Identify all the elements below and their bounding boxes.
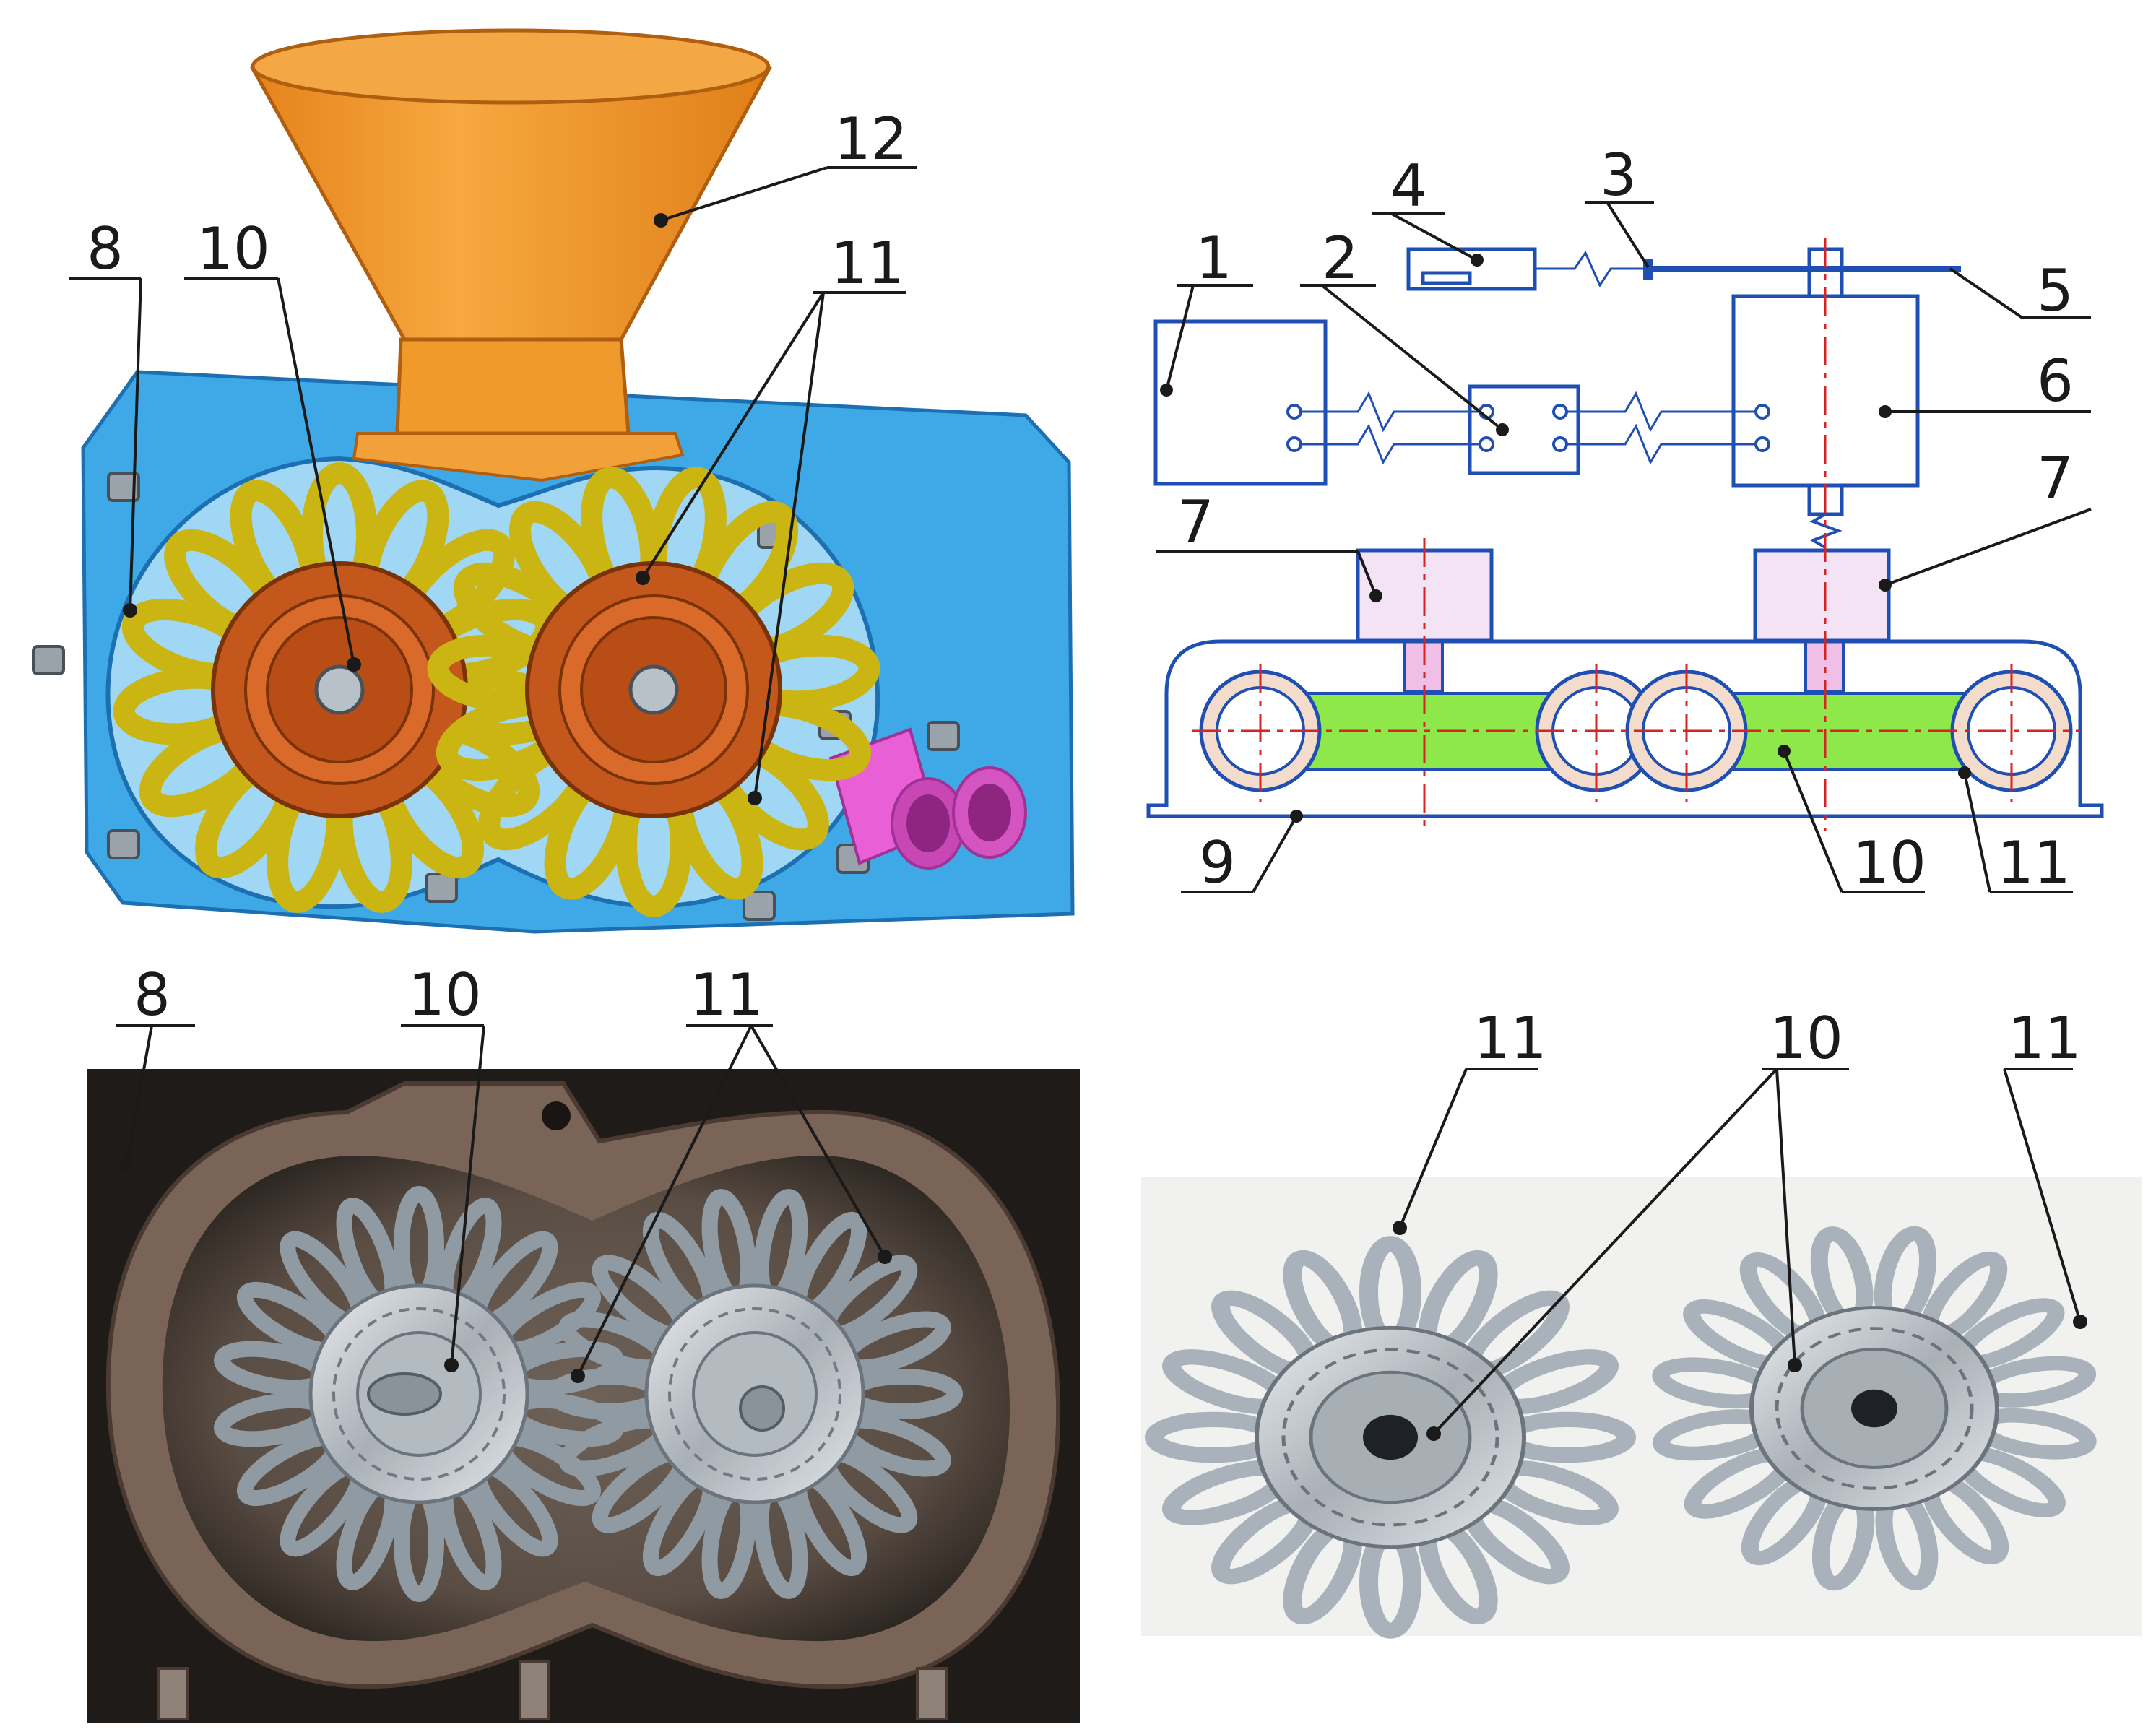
center-axes (1192, 238, 2080, 831)
label-rotors-coil-left: 11 (1473, 1005, 1547, 1072)
label-photo-housing: 8 (134, 961, 170, 1029)
unit-7-right (1753, 548, 1891, 643)
label-belt-10: 10 (1853, 829, 1926, 896)
panel-photo-housing: 8 10 11 (87, 961, 1080, 1723)
label-frame-9: 9 (1199, 829, 1236, 896)
label-unit-7-right: 7 (2037, 445, 2074, 512)
photo-rotor-b (1652, 1226, 2097, 1591)
label-rotors-discs: 10 (1770, 1005, 1843, 1072)
label-housing: 8 (87, 215, 124, 282)
label-unit-3: 3 (1600, 142, 1637, 209)
panel-photo-rotors: 11 10 11 (1141, 1005, 2142, 1639)
label-photo-disc: 10 (408, 961, 482, 1029)
wires (1301, 250, 1756, 465)
label-unit-4: 4 (1390, 152, 1427, 220)
panel-schematic: 1 2 3 4 5 6 7 7 9 10 11 (1146, 142, 2104, 896)
photo-housing-leaders (116, 1024, 892, 1383)
photo-rotors-leaders (1393, 1068, 2087, 1441)
photo-rotor-a (1145, 1236, 1636, 1639)
hopper (250, 28, 772, 482)
label-photo-coils: 11 (690, 961, 763, 1029)
label-hopper: 12 (834, 105, 908, 173)
label-rotors-coil-right: 11 (2008, 1005, 2082, 1072)
rotor-right (427, 467, 880, 917)
label-unit-5: 5 (2037, 257, 2074, 324)
label-pulley-11: 11 (1997, 829, 2071, 896)
unit-2-box (1468, 384, 1580, 475)
cad-leaders (69, 166, 917, 805)
photo-rotor-right (547, 1189, 963, 1599)
panel-cad-model: 12 8 10 11 (32, 28, 1075, 934)
label-unit-1: 1 (1195, 225, 1232, 292)
schematic-leaders (1156, 201, 2092, 893)
unit-1-box (1153, 319, 1328, 486)
label-coils: 11 (831, 230, 904, 297)
label-disc: 10 (196, 215, 270, 282)
label-unit-6: 6 (2037, 347, 2074, 415)
frame-9 (1146, 639, 2104, 818)
label-unit-2: 2 (1322, 225, 1359, 292)
label-unit-7-left: 7 (1177, 488, 1214, 555)
